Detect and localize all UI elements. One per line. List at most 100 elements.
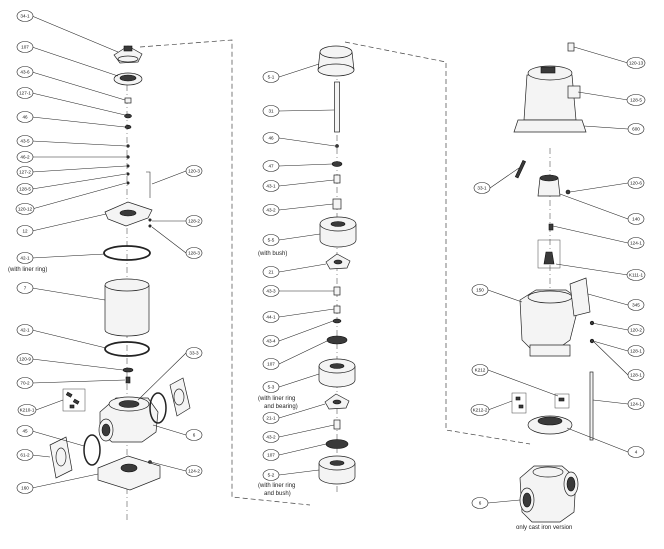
callout-bubbles: 34-1 107 43-6 127-1 46 43-5 46-2 127-2 1… [15, 10, 646, 509]
callout-bubble: 120-12 [15, 203, 35, 215]
shaft-part [334, 81, 340, 133]
tie-rod-part [146, 171, 151, 198]
small-part [126, 164, 130, 168]
right-column-parts [511, 42, 595, 523]
left-column-parts [49, 45, 191, 491]
callout-bubble: 7 [16, 282, 34, 294]
chamber-part [318, 358, 356, 388]
svg-text:61-2: 61-2 [20, 453, 30, 458]
callout-bubble: 107 [262, 449, 280, 461]
callout-bubble: 124-2 [185, 465, 203, 477]
small-part [124, 97, 132, 104]
svg-text:12: 12 [22, 229, 28, 234]
callout-bubble: 46 [262, 132, 280, 144]
callout-bubble: K212 [471, 364, 489, 376]
small-part [148, 224, 152, 228]
small-part [333, 419, 341, 430]
small-part [125, 376, 131, 384]
base-plate-part [97, 455, 161, 491]
svg-text:107: 107 [267, 453, 275, 458]
svg-text:120-13: 120-13 [629, 61, 644, 66]
callout-bubble: 44-1 [262, 311, 280, 323]
cast-iron-housing-part [519, 465, 579, 523]
small-part [69, 404, 75, 409]
small-part [335, 144, 339, 148]
svg-text:107: 107 [21, 45, 29, 50]
svg-text:33-1: 33-1 [477, 186, 487, 191]
svg-text:128-1: 128-1 [630, 373, 642, 378]
svg-text:120-2: 120-2 [630, 328, 642, 333]
note-cast-iron: only cast iron version [516, 525, 572, 531]
svg-text:120-3: 120-3 [188, 169, 200, 174]
svg-text:44-1: 44-1 [266, 315, 276, 320]
callout-bubble: 120-6 [627, 177, 645, 189]
svg-text:43-3: 43-3 [266, 289, 276, 294]
svg-text:107: 107 [267, 362, 275, 367]
flange-plate-part [49, 436, 73, 479]
gasket-part [149, 392, 167, 424]
impeller-part [324, 393, 350, 410]
small-part [126, 155, 130, 159]
callout-bubble: K212-2 [470, 404, 490, 416]
svg-text:K212-2: K212-2 [473, 408, 488, 413]
small-part [565, 189, 571, 195]
svg-text:120-9: 120-9 [19, 357, 31, 362]
callout-bubble: 46-2 [16, 151, 34, 163]
guard-part [569, 277, 591, 317]
svg-text:345: 345 [632, 303, 640, 308]
callout-bubble: 21-1 [262, 412, 280, 424]
svg-text:124-2: 124-2 [188, 469, 200, 474]
small-part [124, 113, 132, 119]
small-part [333, 305, 341, 314]
key-part [514, 160, 527, 179]
callout-bubble: 31 [262, 105, 280, 117]
callout-bubble: 43-6 [16, 66, 34, 78]
chamber-part [318, 455, 356, 485]
callout-bubble: 107 [262, 358, 280, 370]
callout-bubble: 5-5 [262, 234, 280, 246]
callout-bubble: 43-4 [262, 335, 280, 347]
svg-text:120-12: 120-12 [18, 207, 33, 212]
callout-bubble: 128-3 [185, 247, 203, 259]
svg-text:43-1: 43-1 [266, 184, 276, 189]
small-part [126, 144, 130, 148]
svg-text:128-5: 128-5 [19, 187, 31, 192]
callout-bubble: 43-3 [262, 285, 280, 297]
note-liner-ring: (with liner ring) [8, 267, 47, 273]
svg-text:127-1: 127-1 [19, 91, 31, 96]
callout-bubble: 120-2 [627, 324, 645, 336]
callout-bubble: 42-1 [16, 324, 34, 336]
callout-bubble: 160 [16, 482, 34, 494]
svg-text:5-5: 5-5 [268, 238, 275, 243]
leader-lines [31, 15, 629, 504]
svg-text:600: 600 [632, 127, 640, 132]
pump-housing-part [98, 396, 159, 443]
svg-text:128-1: 128-1 [630, 349, 642, 354]
screw-part [567, 42, 575, 52]
callout-bubble: 43-1 [262, 180, 280, 192]
svg-text:128-5: 128-5 [630, 98, 642, 103]
callout-bubble: 128-5 [16, 183, 34, 195]
small-part [548, 223, 554, 231]
callout-bubble: 6 [185, 429, 203, 441]
seal-cover-part [113, 72, 143, 86]
svg-text:43-2: 43-2 [266, 208, 276, 213]
svg-text:42-1: 42-1 [20, 328, 30, 333]
svg-text:43-4: 43-4 [266, 339, 276, 344]
callout-bubble: 128-5 [626, 94, 646, 106]
callout-bubble: 46 [16, 111, 34, 123]
small-part [326, 335, 348, 345]
small-part [72, 398, 80, 405]
callout-bubble: 120-3 [185, 165, 203, 177]
callout-bubble: 107 [16, 41, 34, 53]
small-part [126, 172, 130, 176]
callout-bubble: 43-2 [262, 204, 280, 216]
small-part [332, 318, 342, 324]
svg-text:6: 6 [479, 501, 482, 506]
svg-text:33-3: 33-3 [189, 351, 199, 356]
callout-bubble: 70-2 [16, 377, 34, 389]
callout-bubble: 128-1 [627, 369, 645, 381]
callout-bubble: 21 [262, 266, 280, 278]
callout-bubble: 47 [262, 160, 280, 172]
callout-bubble: 33-1 [473, 182, 491, 194]
